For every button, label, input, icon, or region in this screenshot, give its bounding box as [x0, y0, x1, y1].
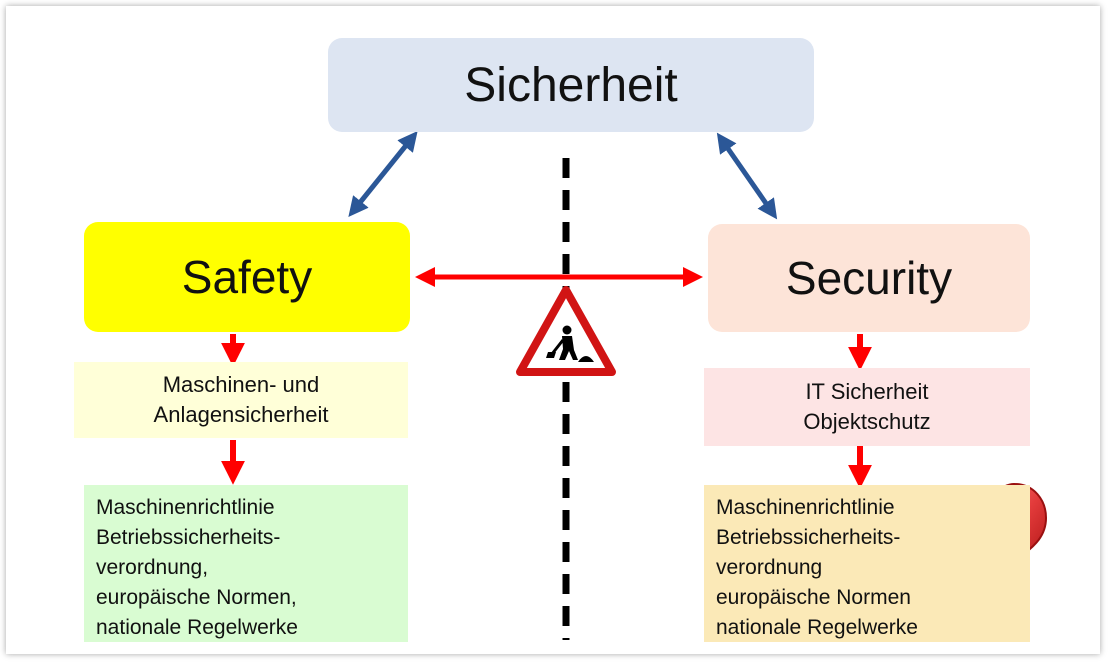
arrow-top-safety	[348, 130, 418, 218]
list-item: verordnung	[716, 556, 823, 579]
list-item: Betriebssicherheits-	[716, 526, 901, 549]
list-item: europäische Normen	[716, 586, 911, 609]
list-item: europäische Normen,	[96, 586, 297, 609]
security-sub-line: IT Sicherheit	[805, 379, 929, 404]
arrow-top-security	[716, 132, 778, 220]
safety-subcategory-box: Maschinen- und Anlagensicherheit	[74, 362, 408, 438]
security-regulations-list: Maschinenrichtlinie Betriebssicherheits-…	[704, 485, 1030, 642]
sicherheit-box: Sicherheit	[328, 38, 814, 132]
security-subcategory-box: IT Sicherheit Objektschutz	[704, 368, 1030, 446]
list-item: Betriebssicherheits-	[96, 526, 281, 549]
security-sub-line: Objektschutz	[803, 409, 931, 434]
security-label: Security	[785, 252, 953, 304]
safety-sub-line: Anlagensicherheit	[153, 402, 329, 427]
list-item: Maschinenrichtlinie	[96, 496, 275, 519]
security-box: Security	[708, 224, 1030, 332]
safety-box: Safety	[84, 222, 410, 332]
list-item: verordnung,	[96, 556, 209, 579]
safety-regulations-list: Maschinenrichtlinie Betriebssicherheits-…	[84, 485, 408, 642]
safety-sub-line: Maschinen- und	[162, 372, 320, 397]
sicherheit-label: Sicherheit	[464, 58, 678, 112]
construction-warning-icon	[516, 286, 616, 376]
list-item: Maschinenrichtlinie	[716, 496, 895, 519]
list-item: nationale Regelwerke	[96, 616, 298, 639]
list-item: nationale Regelwerke	[716, 616, 918, 639]
safety-label: Safety	[181, 251, 313, 303]
